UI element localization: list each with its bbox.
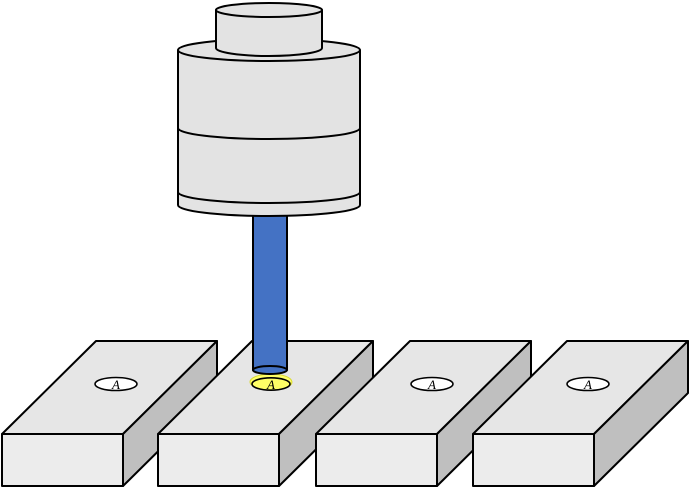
cylindrical-head-icon: [177, 2, 361, 217]
probe-rod-icon: [252, 209, 288, 375]
block-3: A: [315, 340, 532, 487]
block-2: A: [157, 340, 374, 487]
block-3-front: [315, 433, 438, 487]
block-2-front: [157, 433, 280, 487]
block-4-mark-label: A: [583, 377, 592, 392]
alignment-mark-icon: A: [94, 376, 138, 392]
block-1: A: [1, 340, 218, 487]
head-cap: [215, 9, 323, 57]
head-body: [177, 49, 361, 217]
block-2-mark-label: A: [266, 377, 275, 392]
alignment-mark-icon: A: [251, 376, 291, 392]
block-4: A: [472, 340, 689, 487]
alignment-mark-icon: A: [566, 376, 610, 392]
block-4-front: [472, 433, 595, 487]
block-1-mark-label: A: [111, 377, 120, 392]
block-3-mark-label: A: [427, 377, 436, 392]
block-1-front: [1, 433, 124, 487]
block-4-side: [593, 340, 689, 487]
alignment-mark-icon: A: [410, 376, 454, 392]
